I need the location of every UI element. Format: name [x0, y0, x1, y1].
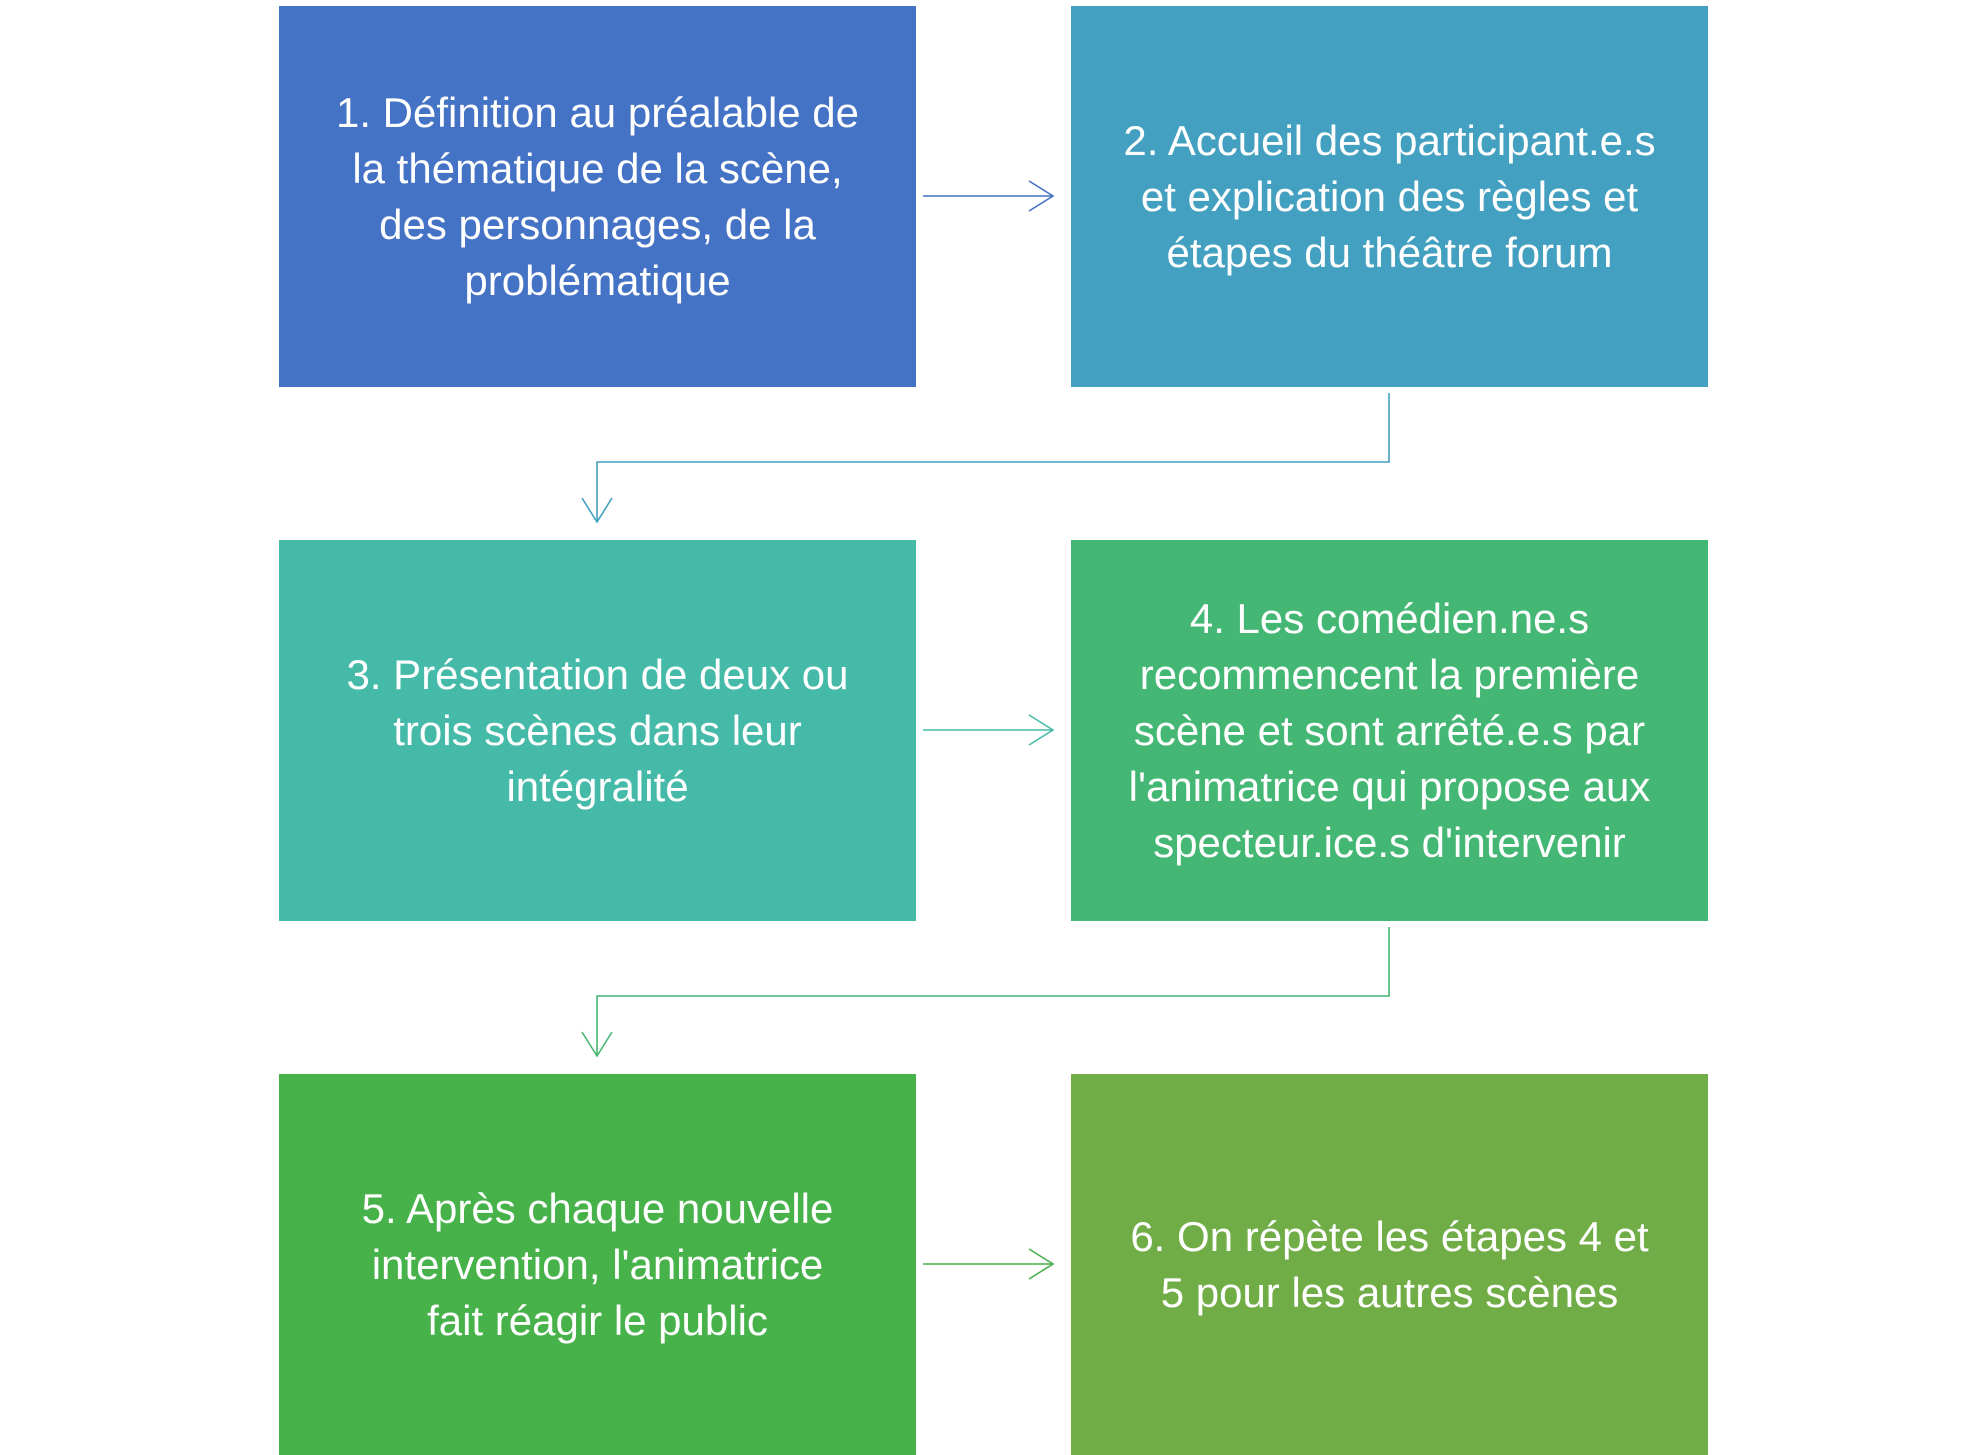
connector-1-to-2-arrowhead: [1028, 180, 1055, 212]
connector-2-to-3-arrowhead: [581, 497, 613, 524]
connector-2-to-3-line: [596, 393, 1390, 522]
step-3-label: 3. Présentation de deux ou trois scènes …: [346, 650, 849, 810]
step-1-box: 1. Définition au préalable de la thémati…: [279, 6, 916, 387]
connector-4-to-5-line: [596, 927, 1390, 1056]
step-6-box: 6. On répète les étapes 4 et 5 pour les …: [1071, 1074, 1708, 1455]
connector-3-to-4-arrowhead: [1028, 714, 1055, 746]
connector-1-to-2: [923, 180, 1055, 212]
step-5-box: 5. Après chaque nouvelle intervention, l…: [279, 1074, 916, 1455]
connector-5-to-6: [923, 1248, 1055, 1280]
connector-3-to-4: [923, 714, 1055, 746]
connector-4-to-5: [581, 927, 1390, 1058]
step-3-box: 3. Présentation de deux ou trois scènes …: [279, 540, 916, 921]
step-2-label: 2. Accueil des participant.e.s et explic…: [1123, 116, 1656, 276]
step-4-box: 4. Les comédien.ne.s recommencent la pre…: [1071, 540, 1708, 921]
step-5-label: 5. Après chaque nouvelle intervention, l…: [361, 1184, 834, 1344]
step-6-label: 6. On répète les étapes 4 et 5 pour les …: [1130, 1212, 1649, 1316]
connector-4-to-5-arrowhead: [581, 1031, 613, 1058]
connector-2-to-3: [581, 393, 1390, 524]
connector-5-to-6-arrowhead: [1028, 1248, 1055, 1280]
step-4-label: 4. Les comédien.ne.s recommencent la pre…: [1128, 594, 1651, 866]
step-2-box: 2. Accueil des participant.e.s et explic…: [1071, 6, 1708, 387]
step-1-label: 1. Définition au préalable de la thémati…: [335, 88, 860, 304]
